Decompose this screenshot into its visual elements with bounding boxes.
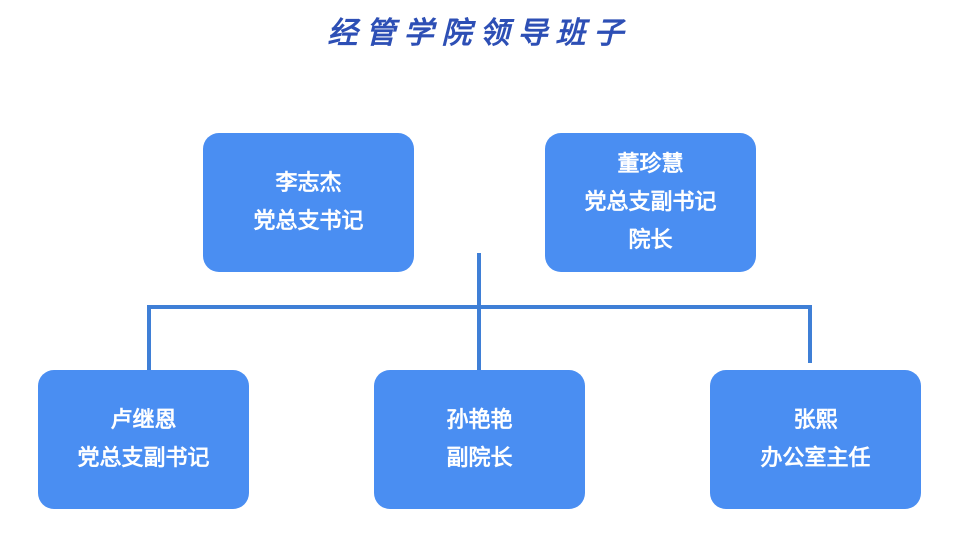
node-name: 董珍慧 <box>617 151 684 177</box>
connector-drop-left <box>147 305 151 371</box>
node-name: 卢继恩 <box>110 407 177 433</box>
node-lu-jien[interactable]: 卢继恩 党总支副书记 <box>38 370 249 509</box>
node-role: 党总支书记 <box>253 208 364 234</box>
node-role: 党总支副书记 <box>77 445 210 471</box>
node-li-zhijie[interactable]: 李志杰 党总支书记 <box>203 133 414 272</box>
node-dong-zhenhui[interactable]: 董珍慧 党总支副书记 院长 <box>545 133 756 272</box>
connector-drop-right <box>808 305 812 363</box>
node-role: 副院长 <box>446 445 513 471</box>
node-role: 党总支副书记 <box>584 189 717 215</box>
node-role-secondary: 院长 <box>628 227 673 253</box>
node-role: 办公室主任 <box>760 445 871 471</box>
node-zhang-xi[interactable]: 张熙 办公室主任 <box>710 370 921 509</box>
node-name: 孙艳艳 <box>446 407 513 433</box>
connector-drop-middle <box>477 305 481 371</box>
connector-vertical-center <box>477 253 481 309</box>
node-name: 张熙 <box>793 407 838 433</box>
node-name: 李志杰 <box>275 170 342 196</box>
chart-title: 经管学院领导班子 <box>327 16 632 51</box>
node-sun-yanyan[interactable]: 孙艳艳 副院长 <box>374 370 585 509</box>
